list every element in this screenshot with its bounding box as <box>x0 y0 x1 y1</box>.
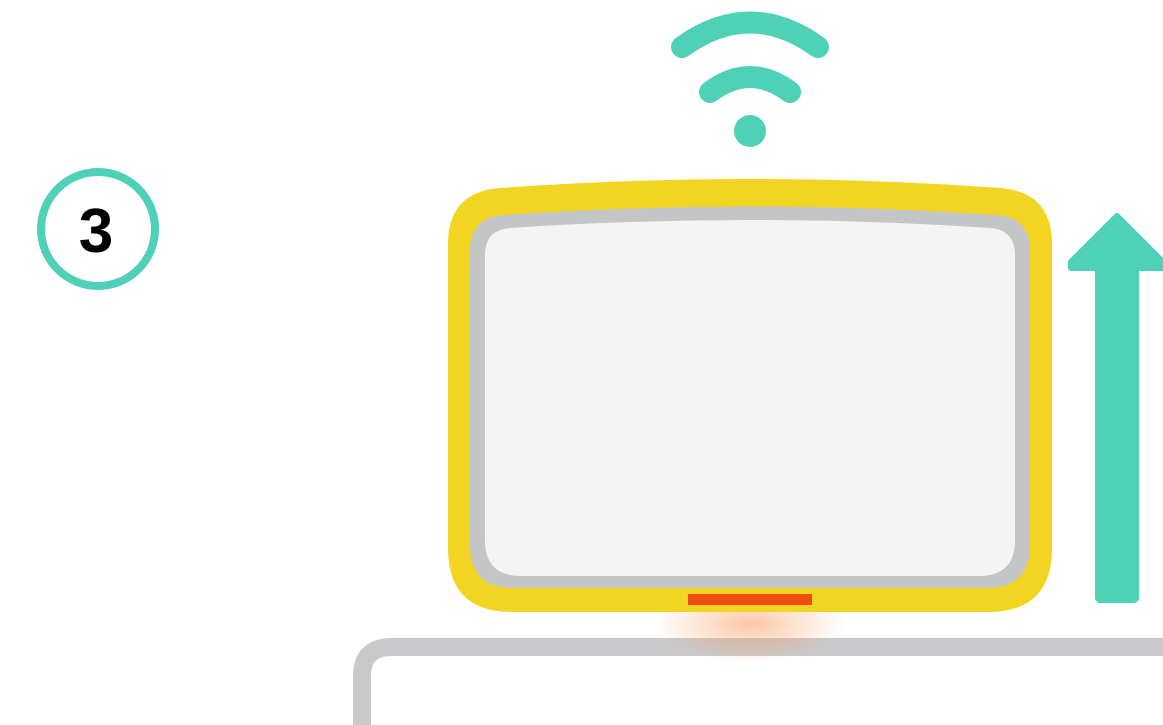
step-badge: 3 <box>41 172 155 286</box>
arrow-shaft <box>1095 250 1139 603</box>
step-number: 3 <box>79 197 113 266</box>
arrow-head <box>1071 216 1163 268</box>
hub-device <box>448 179 1052 612</box>
wifi-arc-outer <box>682 23 818 48</box>
hub-device-screen <box>485 220 1015 576</box>
wifi-dot <box>734 115 766 147</box>
wifi-arc-inner <box>710 77 790 92</box>
wifi-icon <box>682 23 818 148</box>
status-led <box>688 594 812 605</box>
arrow-up-icon <box>1071 216 1163 603</box>
